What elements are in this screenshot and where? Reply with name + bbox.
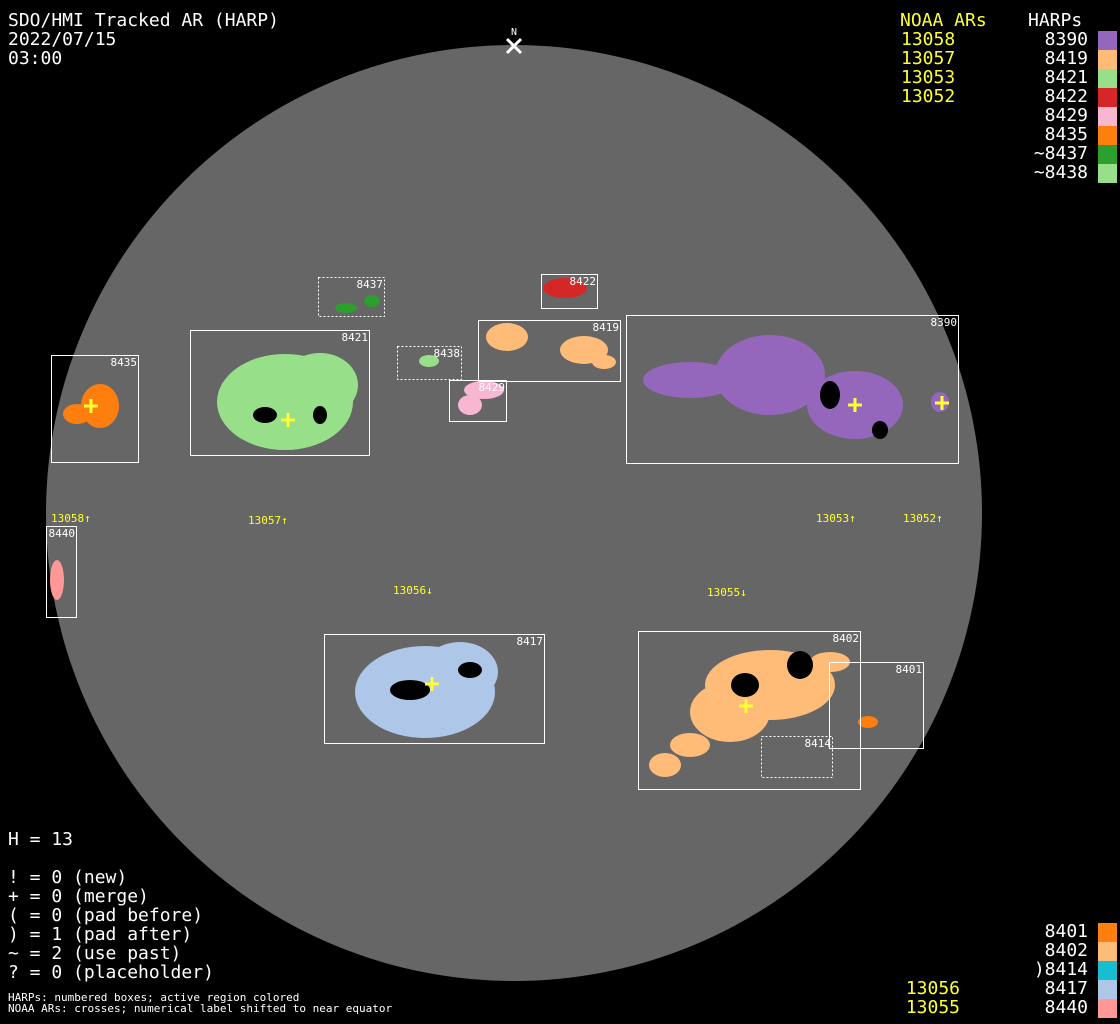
harp-color-swatch (1098, 126, 1117, 145)
region-8422 (543, 278, 587, 298)
sunspots (253, 381, 888, 700)
harp-count: H = 13 (8, 829, 74, 850)
harp-legend-item: ~8437 (1033, 143, 1088, 164)
harp-label: 8402 (833, 632, 860, 645)
footnote-line: HARPs: numbered boxes; active region col… (8, 991, 300, 1004)
stat-line: ~ = 2 (use past) (8, 943, 182, 964)
north-marker-icon (505, 37, 523, 55)
cross-icon (739, 699, 753, 713)
harp-legend-item: 8435 (1044, 124, 1088, 145)
harp-color-swatch (1098, 145, 1117, 164)
cross-icon (281, 413, 295, 427)
stat-line: ? = 0 (placeholder) (8, 962, 214, 983)
stat-line: ) = 1 (pad after) (8, 924, 193, 945)
harp-color-swatch (1098, 961, 1117, 980)
harp-box-8437[interactable] (318, 277, 385, 317)
region-8440 (50, 560, 64, 600)
harp-legend-item: 8440 (1044, 997, 1088, 1018)
noaa-label: 13052↑ (903, 512, 943, 525)
harp-color-swatch (1098, 164, 1117, 183)
harp-label: 8429 (479, 381, 506, 394)
harp-box-8417[interactable] (324, 634, 545, 744)
harp-label: 8417 (517, 635, 544, 648)
region-8401 (858, 716, 878, 728)
harp-box-8390[interactable] (626, 315, 959, 464)
noaa-label: 13057↑ (248, 514, 288, 527)
noaa-label: 13058↑ (51, 512, 91, 525)
cross-icon (848, 398, 862, 412)
noaa-label: 13055↓ (707, 586, 747, 599)
region-8438 (419, 355, 439, 367)
harp-color-swatch (1098, 31, 1117, 50)
harp-box-8435[interactable] (51, 355, 139, 463)
noaa-crosses (84, 396, 949, 713)
region-8421 (217, 353, 358, 450)
stat-line: ! = 0 (new) (8, 867, 128, 888)
noaa-item: 13058 (901, 29, 956, 50)
date: 2022/07/15 (8, 29, 117, 50)
harp-box-8421[interactable] (190, 330, 370, 456)
region-8429 (458, 381, 504, 415)
harp-legend-item: 8417 (1044, 978, 1088, 999)
harps-header: HARPs (1028, 10, 1083, 31)
noaa-item: 13055 (905, 997, 960, 1018)
harp-label: 8438 (434, 347, 461, 360)
harp-label: 8440 (49, 527, 76, 540)
harp-box-8402[interactable] (638, 631, 861, 790)
harp-color-swatch (1098, 923, 1117, 942)
harp-label: 8437 (357, 278, 384, 291)
page-title: SDO/HMI Tracked AR (HARP) (8, 10, 279, 31)
harp-label: 8421 (342, 331, 369, 344)
harp-legend-item: 8401 (1044, 921, 1088, 942)
region-8419 (486, 323, 616, 369)
harp-legend-item: 8390 (1044, 29, 1088, 50)
harp-color-swatch (1098, 942, 1117, 961)
noaa-item: 13057 (901, 48, 956, 69)
noaa-label: 13053↑ (816, 512, 856, 525)
harp-color-swatch (1098, 980, 1117, 999)
cross-icon (84, 399, 98, 413)
harp-label: 8435 (111, 356, 138, 369)
noaa-item: 13052 (901, 86, 956, 107)
noaa-label: 13056↓ (393, 584, 433, 597)
region-8402 (649, 650, 850, 777)
solar-disk (46, 45, 982, 981)
harp-label: 8419 (593, 321, 620, 334)
footnote-line: NOAA ARs: crosses; numerical label shift… (8, 1002, 393, 1015)
harp-box-8401[interactable] (829, 662, 924, 749)
cross-icon (425, 677, 439, 691)
harp-label: 8414 (805, 737, 832, 750)
noaa-item: 13056 (905, 978, 960, 999)
noaa-item: 13053 (901, 67, 956, 88)
north-label: N (511, 27, 517, 38)
harp-color-swatch (1098, 107, 1117, 126)
harp-box-8422[interactable] (541, 274, 598, 309)
harp-legend-item: )8414 (1033, 959, 1088, 980)
harp-color-swatch (1098, 69, 1117, 88)
stat-line: + = 0 (merge) (8, 886, 149, 907)
harp-legend-item: 8429 (1044, 105, 1088, 126)
region-8437 (335, 295, 380, 313)
harp-legend-item: 8402 (1044, 940, 1088, 961)
harp-label: 8390 (931, 316, 958, 329)
region-8435 (63, 384, 119, 428)
harp-legend-item: 8422 (1044, 86, 1088, 107)
harp-box-8440[interactable] (46, 526, 77, 618)
harp-label: 8401 (896, 663, 923, 676)
harp-color-swatch (1098, 999, 1117, 1018)
harp-label: 8422 (570, 275, 597, 288)
harp-box-8419[interactable] (478, 320, 621, 382)
harp-color-swatch (1098, 88, 1117, 107)
harp-legend-item: ~8438 (1033, 162, 1088, 183)
harp-box-8438[interactable] (397, 346, 462, 380)
noaa-header: NOAA ARs (900, 10, 987, 31)
cross-icon (935, 396, 949, 410)
harp-color-swatch (1098, 50, 1117, 69)
harp-legend-item: 8419 (1044, 48, 1088, 69)
stat-line: ( = 0 (pad before) (8, 905, 204, 926)
harp-legend-item: 8421 (1044, 67, 1088, 88)
time: 03:00 (8, 48, 63, 69)
